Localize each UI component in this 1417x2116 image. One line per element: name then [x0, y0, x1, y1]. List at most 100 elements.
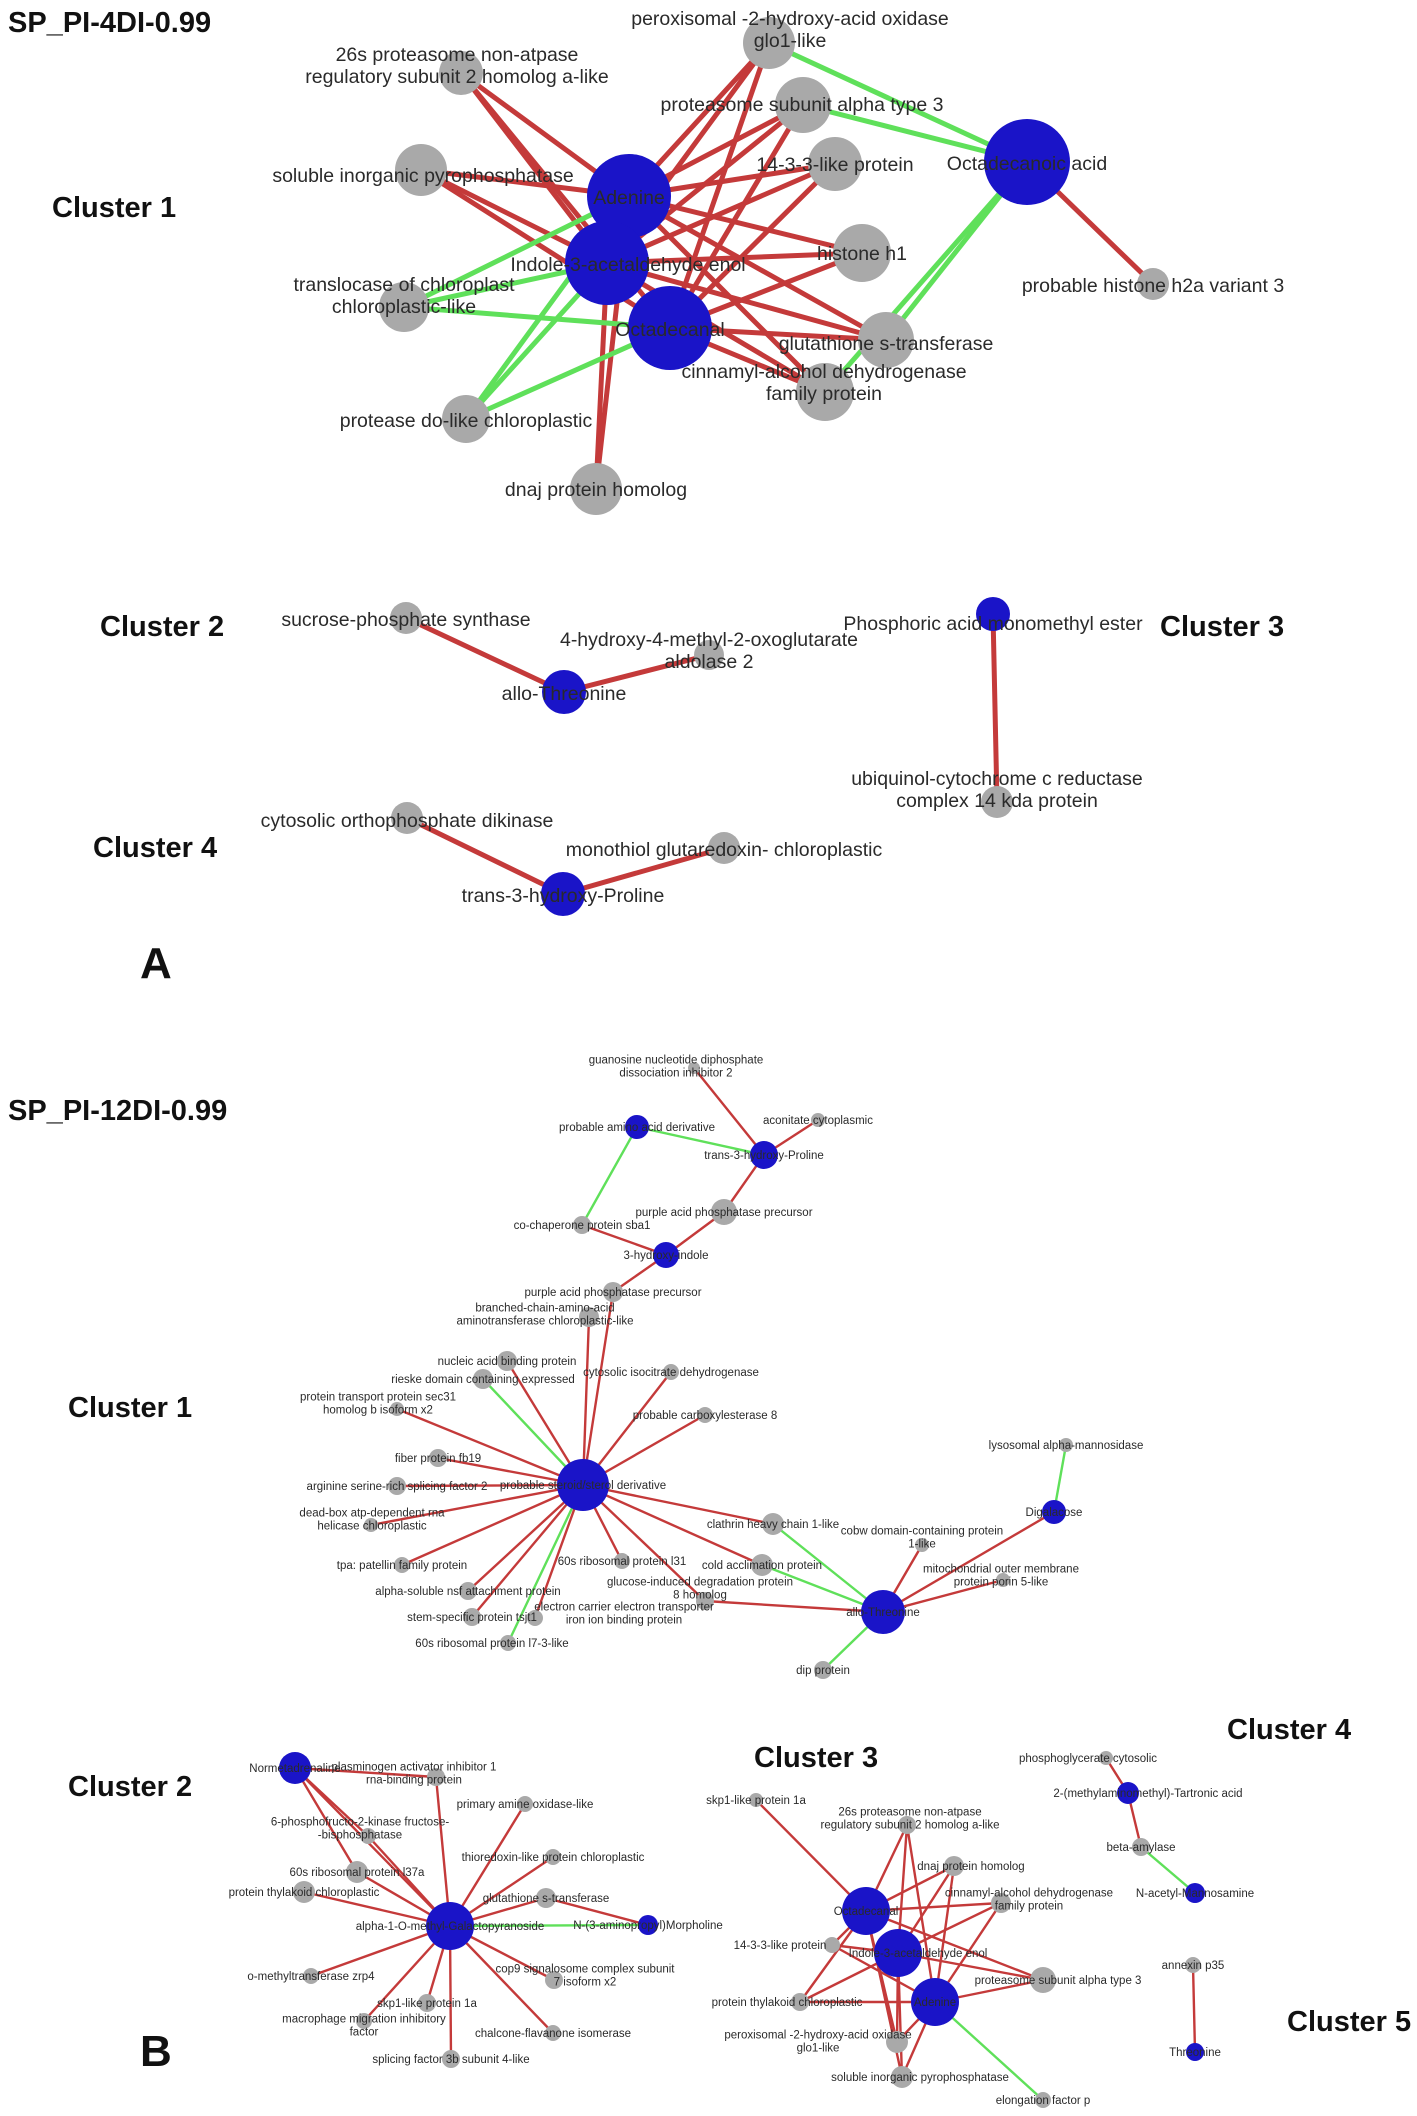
metabolite-node-b42[interactable] [426, 1902, 474, 1950]
protein-node-a7[interactable] [775, 77, 831, 133]
protein-node-a17[interactable] [390, 602, 422, 634]
node-label-a10: histone h1 [817, 243, 907, 265]
protein-node-b22[interactable] [500, 1635, 516, 1651]
metabolite-node-a4[interactable] [984, 119, 1070, 205]
protein-node-b15[interactable] [429, 1449, 447, 1467]
protein-node-b52[interactable] [944, 1856, 964, 1876]
protein-node-b5[interactable] [711, 1199, 737, 1225]
protein-node-b51[interactable] [898, 1816, 916, 1834]
node-label-a20: Phosphoric acid monomethyl ester [843, 613, 1143, 635]
protein-node-b23[interactable] [527, 1610, 543, 1626]
protein-node-b16[interactable] [388, 1477, 406, 1495]
protein-node-b38[interactable] [545, 1849, 561, 1865]
protein-node-b62[interactable] [1035, 2092, 1051, 2108]
edge-a-a23-a24 [560, 845, 727, 897]
protein-node-b49[interactable] [442, 2050, 460, 2068]
protein-node-b1[interactable] [688, 1062, 700, 1074]
protein-node-b47[interactable] [356, 2013, 372, 2029]
protein-node-b63[interactable] [1099, 1751, 1113, 1765]
metabolite-node-a3[interactable] [628, 286, 712, 370]
metabolite-node-b4[interactable] [750, 1141, 778, 1169]
protein-node-b46[interactable] [418, 1994, 436, 2012]
protein-node-b41[interactable] [536, 1888, 556, 1908]
protein-node-b27[interactable] [751, 1554, 773, 1576]
protein-node-b45[interactable] [545, 1971, 563, 1989]
protein-node-b31[interactable] [1059, 1438, 1073, 1452]
protein-node-b12[interactable] [663, 1364, 679, 1380]
protein-node-b60[interactable] [886, 2031, 908, 2053]
metabolite-node-b32[interactable] [1042, 1500, 1066, 1524]
protein-node-b6[interactable] [573, 1216, 591, 1234]
metabolite-node-b29[interactable] [861, 1590, 905, 1634]
metabolite-node-b68[interactable] [1186, 2043, 1204, 2061]
protein-node-b61[interactable] [891, 2066, 913, 2088]
protein-node-b44[interactable] [303, 1968, 319, 1984]
protein-node-a10[interactable] [833, 224, 891, 282]
metabolite-node-b66[interactable] [1185, 1883, 1205, 1903]
protein-node-b18[interactable] [364, 1518, 378, 1532]
protein-node-a16[interactable] [1137, 268, 1169, 300]
protein-node-b39[interactable] [346, 1861, 368, 1883]
metabolite-node-b34[interactable] [279, 1752, 311, 1784]
protein-node-b11[interactable] [473, 1369, 493, 1389]
protein-node-a15[interactable] [570, 463, 622, 515]
metabolite-node-a19[interactable] [542, 670, 586, 714]
protein-node-b48[interactable] [545, 2025, 561, 2041]
metabolite-node-a24[interactable] [541, 872, 585, 916]
metabolite-node-a2[interactable] [565, 221, 649, 305]
protein-node-b65[interactable] [1132, 1838, 1150, 1856]
metabolite-node-a1[interactable] [587, 154, 671, 238]
protein-node-b21[interactable] [463, 1608, 481, 1626]
metabolite-node-a20[interactable] [976, 597, 1010, 631]
protein-node-a22[interactable] [391, 802, 423, 834]
protein-node-b25[interactable] [696, 1592, 714, 1610]
protein-node-b20[interactable] [459, 1582, 477, 1600]
protein-node-b30[interactable] [814, 1661, 832, 1679]
protein-node-b28[interactable] [915, 1538, 929, 1552]
protein-node-b13[interactable] [390, 1402, 404, 1416]
protein-node-a6[interactable] [743, 17, 795, 69]
protein-node-b9[interactable] [579, 1307, 599, 1327]
edge-b-b25-b29 [703, 1599, 885, 1614]
protein-node-b14[interactable] [697, 1407, 713, 1423]
protein-node-b55[interactable] [824, 1937, 840, 1953]
edge-b-b8-b17 [581, 1290, 615, 1487]
protein-node-b54[interactable] [991, 1893, 1011, 1913]
metabolite-node-b56[interactable] [874, 1929, 922, 1977]
protein-node-a21[interactable] [981, 786, 1013, 818]
protein-node-a9[interactable] [395, 144, 447, 196]
edge-b-b6-b7 [580, 1223, 668, 1257]
protein-node-b2[interactable] [811, 1113, 825, 1127]
protein-node-b10[interactable] [497, 1351, 517, 1371]
protein-node-b37[interactable] [360, 1828, 376, 1844]
protein-node-a5[interactable] [439, 51, 483, 95]
protein-node-a23[interactable] [708, 832, 740, 864]
protein-node-b33[interactable] [996, 1573, 1010, 1587]
protein-node-b58[interactable] [791, 1993, 809, 2011]
protein-node-a12[interactable] [858, 312, 914, 368]
metabolite-node-b53[interactable] [842, 1887, 890, 1935]
metabolite-node-b7[interactable] [653, 1242, 679, 1268]
protein-node-b40[interactable] [293, 1881, 315, 1903]
protein-node-b24[interactable] [614, 1553, 630, 1569]
metabolite-node-b3[interactable] [625, 1115, 649, 1139]
protein-node-b36[interactable] [517, 1796, 533, 1812]
protein-node-a8[interactable] [808, 137, 862, 191]
protein-node-b19[interactable] [394, 1557, 410, 1573]
protein-node-b50[interactable] [749, 1793, 763, 1807]
metabolite-node-b43[interactable] [638, 1915, 658, 1935]
edge-b-b34-b35 [293, 1766, 438, 1779]
metabolite-node-b64[interactable] [1117, 1782, 1139, 1804]
protein-node-b57[interactable] [1030, 1967, 1056, 1993]
protein-node-b26[interactable] [762, 1513, 784, 1535]
node-label-b56: Indole-3-acetaldehyde enol [849, 1948, 988, 1960]
protein-node-b8[interactable] [603, 1282, 623, 1302]
protein-node-b35[interactable] [427, 1768, 445, 1786]
protein-node-b67[interactable] [1185, 1957, 1201, 1973]
protein-node-a14[interactable] [442, 395, 490, 443]
protein-node-a13[interactable] [796, 363, 854, 421]
protein-node-a11[interactable] [379, 282, 429, 332]
metabolite-node-b59[interactable] [911, 1978, 959, 2026]
metabolite-node-b17[interactable] [557, 1459, 609, 1511]
protein-node-a18[interactable] [694, 640, 724, 670]
